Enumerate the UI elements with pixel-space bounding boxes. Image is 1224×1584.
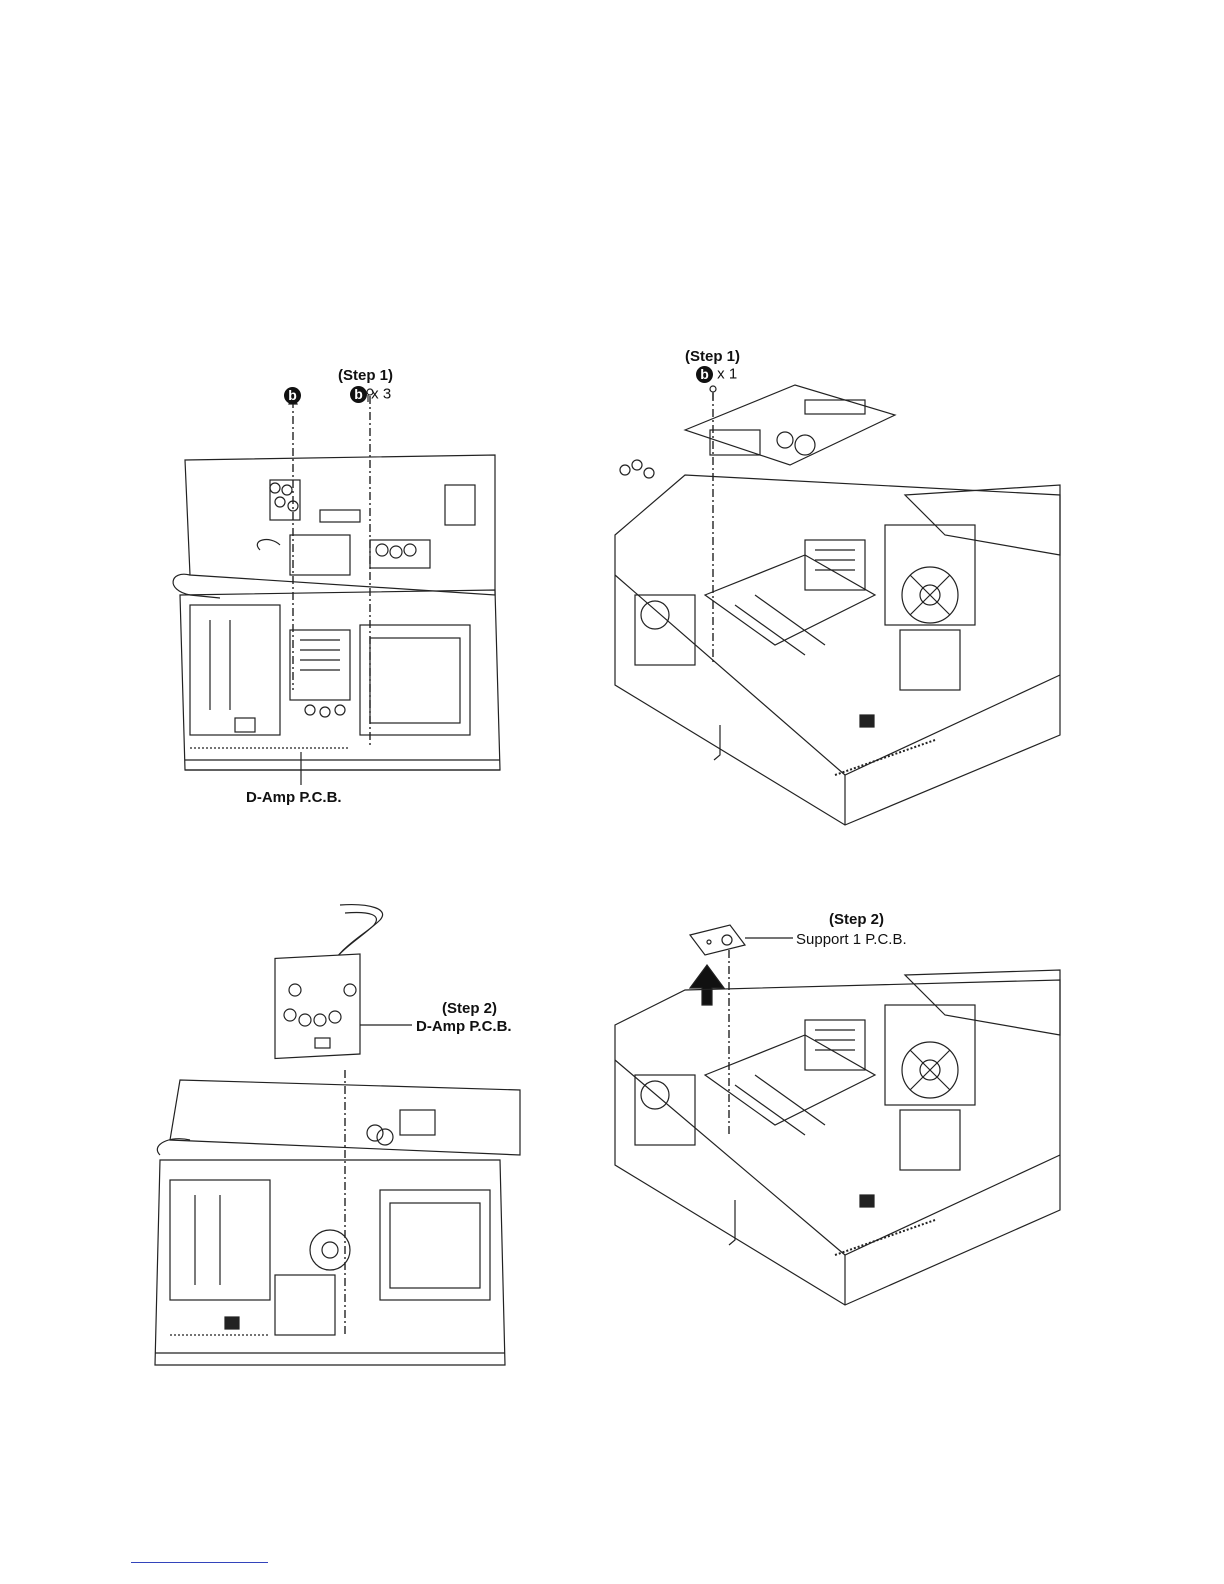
panel-step1-support: (Step 1) b x 1	[605, 345, 1065, 825]
part-label: D-Amp P.C.B.	[416, 1019, 512, 1035]
footer-rule	[131, 1562, 268, 1563]
screw-b-icon: b	[696, 366, 713, 383]
step-label: (Step 2)	[442, 1001, 497, 1017]
panel-step2-damp: (Step 2) D-Amp P.C.B.	[150, 905, 550, 1380]
panel-step1-damp: b (Step 1) b x 3 D-Amp P.C.B.	[150, 360, 530, 810]
screw-callout: b x 1	[696, 366, 737, 383]
screw-b-icon: b	[350, 386, 367, 403]
chassis-illustration-d	[605, 910, 1065, 1310]
screw-b-icon: b	[284, 387, 301, 404]
step-label: (Step 2)	[829, 912, 884, 928]
chassis-illustration-a	[150, 360, 530, 810]
chassis-illustration-b	[605, 345, 1065, 825]
screw-count: x 1	[717, 365, 737, 382]
part-label: Support 1 P.C.B.	[796, 932, 907, 948]
screw-count: x 3	[371, 385, 391, 402]
step-label: (Step 1)	[685, 349, 740, 365]
panel-step2-support: (Step 2) Support 1 P.C.B.	[605, 910, 1065, 1310]
step-label: (Step 1)	[338, 368, 393, 384]
screw-callout: b x 3	[350, 386, 391, 403]
part-label: D-Amp P.C.B.	[246, 790, 342, 806]
chassis-illustration-c	[150, 905, 550, 1380]
